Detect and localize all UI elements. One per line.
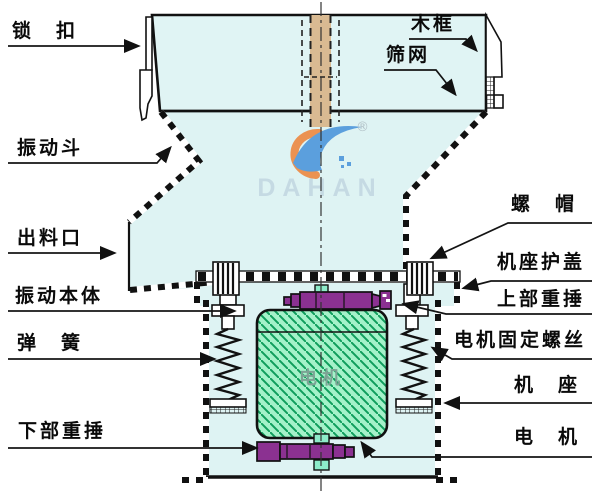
motor-fixing-screw-label: 电机固定螺丝 <box>454 330 587 351</box>
motor-label: 电 机 <box>514 427 581 448</box>
discharge-outlet-label: 出料口 <box>17 228 84 249</box>
screen-mesh-label: 筛网 <box>386 45 431 66</box>
hopper-fill <box>129 111 486 292</box>
leader-motor <box>360 440 592 459</box>
lock-latch <box>139 16 153 122</box>
leader-nut <box>429 222 592 260</box>
leader-lines <box>8 34 592 459</box>
nut-mount <box>406 261 434 296</box>
left-mount <box>212 261 240 296</box>
vibrating-hopper-label: 振动斗 <box>17 138 84 159</box>
leader-vibrating-hopper <box>8 145 172 164</box>
lock-latch-label: 锁 扣 <box>12 21 79 42</box>
registered-mark: ® <box>356 120 369 135</box>
machine-base-label: 机 座 <box>514 375 581 396</box>
logo-pixel <box>339 156 344 161</box>
logo-swoosh-orange-icon <box>290 128 323 179</box>
left-spring <box>212 327 244 402</box>
upper-weight <box>283 284 392 310</box>
upper-weight-label: 上部重捶 <box>497 289 586 310</box>
leader-base-cover <box>461 277 592 292</box>
logo-pixel <box>341 165 344 168</box>
logo-pixel <box>347 162 351 166</box>
spring-label: 弹 簧 <box>17 333 84 354</box>
wood-frame-label: 木框 <box>411 14 456 35</box>
right-spring <box>398 327 430 402</box>
watermark: ® DAHAN <box>257 120 382 202</box>
lower-weight-label: 下部重捶 <box>18 421 107 442</box>
logo-swoosh-blue-icon <box>293 126 362 172</box>
motor-inner-label: 电机 <box>299 367 345 388</box>
wood-frame-clamp <box>485 76 495 109</box>
leader-motor-fixing-screw <box>430 346 592 362</box>
watermark-brand-text: DAHAN <box>257 174 382 202</box>
nut-label: 螺 帽 <box>511 194 578 215</box>
leader-screen-mesh <box>384 69 457 97</box>
wood-frame-edge <box>485 11 504 109</box>
leader-wood-frame <box>409 34 478 53</box>
motor-body: 电机 <box>255 308 389 440</box>
leader-upper-weight <box>401 300 592 315</box>
base-cover-label: 机座护盖 <box>497 252 586 273</box>
vibration-body-label: 振动本体 <box>15 286 104 307</box>
base-cover <box>194 270 461 306</box>
